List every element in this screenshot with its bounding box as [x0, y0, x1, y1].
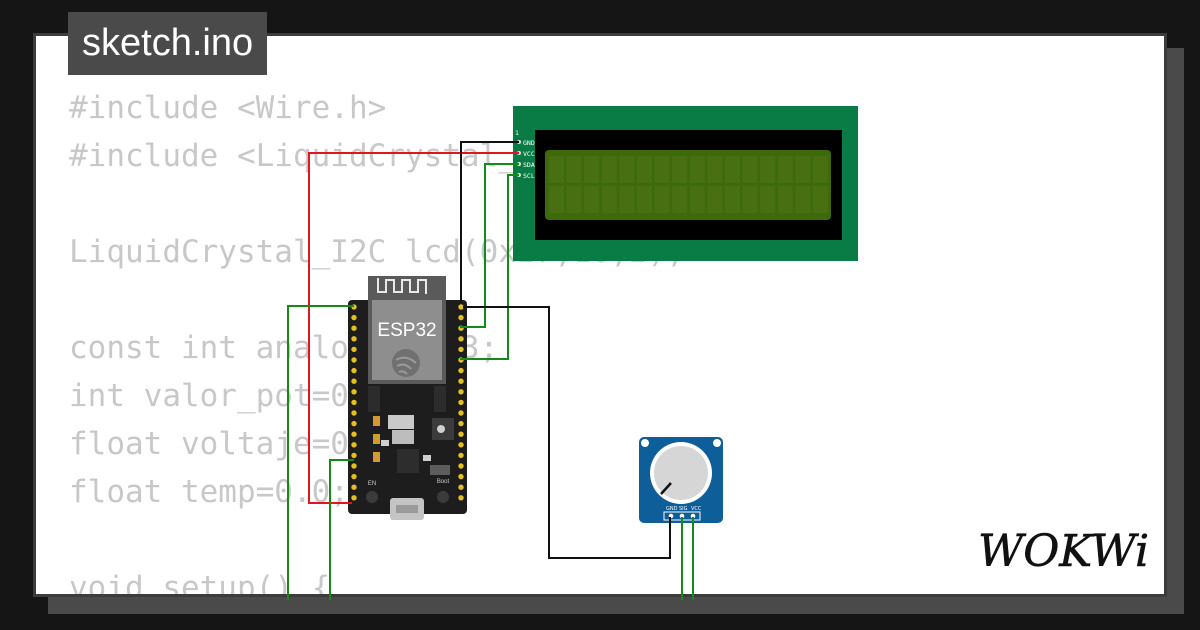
code-line: float temp=0.0; [69, 474, 349, 510]
code-line: void setup() { [69, 570, 331, 597]
wokwi-logo-text: WOKWi [978, 526, 1149, 576]
sketch-title-tab[interactable]: sketch.ino [68, 12, 268, 75]
code-line: const int analogPin=13; [69, 330, 499, 366]
code-line: #include <Wire.h> [69, 90, 387, 126]
code-line: float voltaje=0.0; [69, 426, 405, 462]
code-preview: #include <Wire.h> #include <LiquidCrystal… [69, 84, 685, 597]
diagram-canvas: #include <Wire.h> #include <LiquidCrystal… [33, 33, 1167, 597]
code-line [69, 276, 685, 324]
code-line [69, 516, 685, 564]
code-line: int valor_pot=0; [69, 378, 368, 414]
code-line [69, 180, 685, 228]
code-line: #include <LiquidCrystal_I2C.h> [69, 138, 629, 174]
wokwi-logo[interactable]: WOKWi [978, 526, 1150, 576]
code-line: LiquidCrystal_I2C lcd(0x27,16,2); [69, 234, 685, 270]
